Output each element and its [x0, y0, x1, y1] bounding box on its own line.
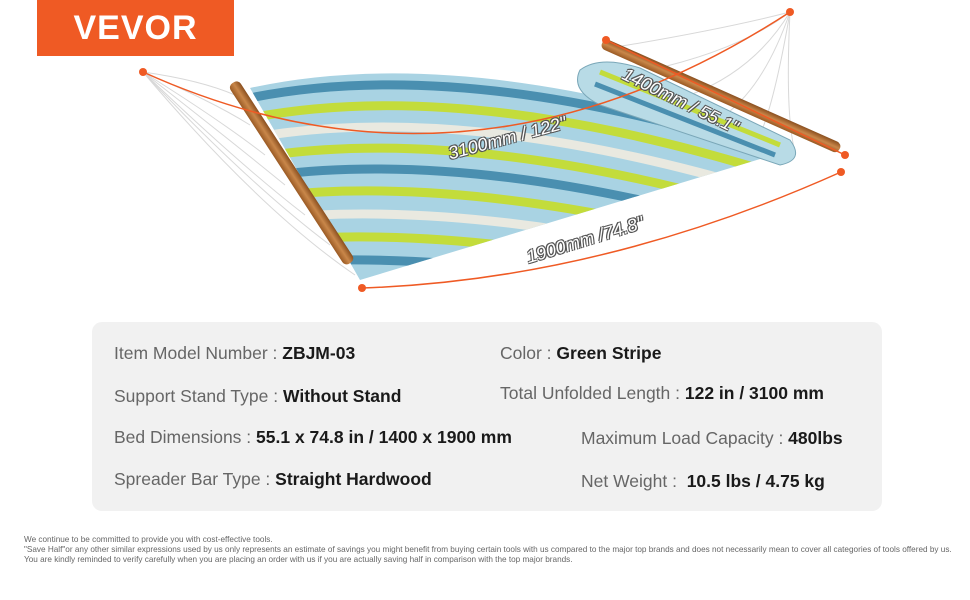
spec-label: Maximum Load Capacity : [581, 428, 789, 448]
spec-net-weight: Net Weight : 10.5 lbs / 4.75 kg [581, 471, 825, 492]
dimension-dots [139, 8, 849, 292]
spec-max-load: Maximum Load Capacity : 480lbs [581, 428, 843, 449]
disclaimer: We continue to be committed to provide y… [24, 535, 964, 564]
spec-value: Green Stripe [556, 343, 662, 363]
spec-label: Total Unfolded Length : [500, 383, 685, 403]
brand-logo: VEVOR [37, 0, 234, 56]
right-ropes [609, 11, 796, 153]
hammock-illustration [139, 8, 849, 292]
disclaimer-line: You are kindly reminded to verify carefu… [24, 554, 573, 564]
spec-unfolded-length: Total Unfolded Length : 122 in / 3100 mm [500, 383, 824, 404]
spec-value: ZBJM-03 [282, 343, 356, 363]
spec-item-model: Item Model Number : ZBJM-03 [114, 343, 355, 364]
spec-value: Without Stand [282, 386, 402, 406]
dimension-lines [142, 11, 846, 289]
spec-bed-dimensions: Bed Dimensions : 55.1 x 74.8 in / 1400 x… [114, 427, 512, 448]
spec-value: Straight Hardwood [275, 469, 432, 489]
spec-support-stand: Support Stand Type : Without Stand [114, 386, 401, 407]
spec-panel: Item Model Number : ZBJM-03 Color : Gree… [92, 322, 882, 511]
spec-spreader-bar: Spreader Bar Type : Straight Hardwood [114, 469, 432, 490]
spec-label: Spreader Bar Type : [114, 469, 276, 489]
spec-value: 55.1 x 74.8 in / 1400 x 1900 mm [256, 427, 512, 447]
disclaimer-line: "Save Half"or any other similar expressi… [24, 544, 952, 554]
spec-value: 480lbs [788, 428, 843, 448]
spec-color: Color : Green Stripe [500, 343, 661, 364]
left-spreader-bar [229, 81, 354, 265]
brand-logo-text: VEVOR [73, 8, 198, 47]
spec-value: 10.5 lbs / 4.75 kg [686, 471, 825, 491]
spec-label: Color : [500, 343, 557, 363]
spec-label: Item Model Number : [114, 343, 283, 363]
spec-label: Bed Dimensions : [114, 427, 257, 447]
hammock-bed [250, 73, 790, 280]
spec-label: Support Stand Type : [114, 386, 283, 406]
left-ropes [142, 71, 356, 276]
spec-label: Net Weight : [581, 471, 687, 491]
disclaimer-line: We continue to be committed to provide y… [24, 535, 273, 544]
spec-value: 122 in / 3100 mm [684, 383, 824, 403]
